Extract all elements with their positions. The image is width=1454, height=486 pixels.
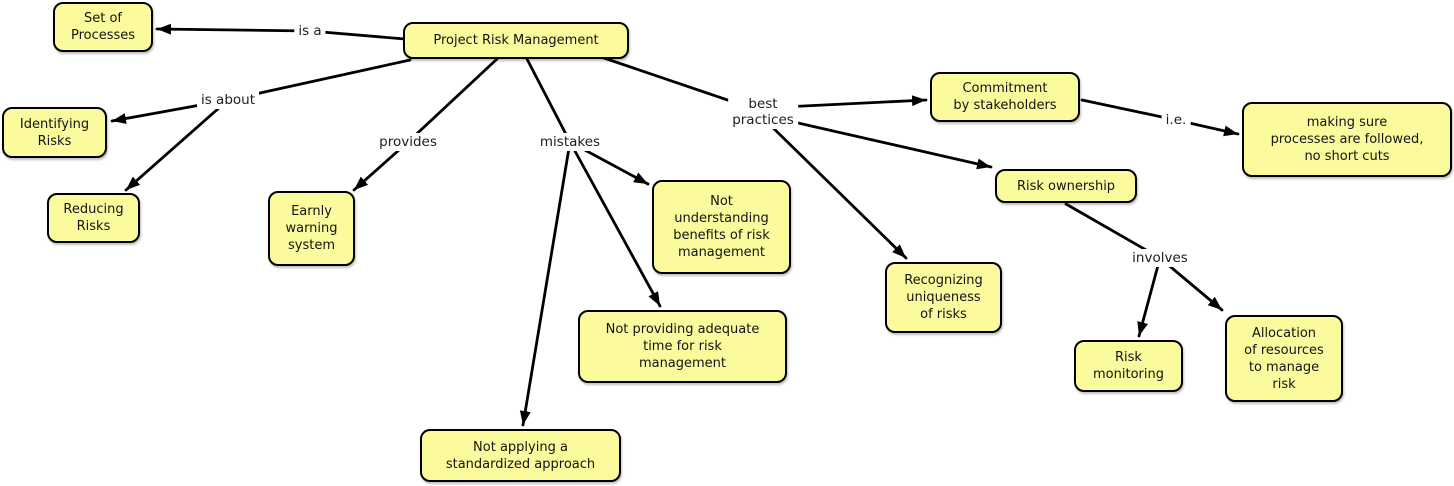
node-early-warning-system: Earnly warning system — [268, 191, 355, 266]
node-not-applying-standardized-approach: Not applying a standardized approach — [420, 429, 621, 482]
edge-prm-is-a-set-of-processes — [155, 23, 407, 41]
edge-commitment-to-ie — [1080, 98, 1178, 122]
node-making-sure-processes-followed: making sure processes are followed, no s… — [1242, 102, 1452, 177]
edge-mistakes-not-applying — [519, 140, 572, 427]
edge-mistakes-not-providing — [568, 140, 662, 308]
node-reducing-risks: Reducing Risks — [47, 193, 140, 243]
edge-prm-to-mistakes — [525, 57, 572, 144]
node-project-risk-management: Project Risk Management — [403, 22, 629, 59]
node-risk-monitoring: Risk monitoring — [1074, 340, 1183, 392]
node-allocation-of-resources: Allocation of resources to manage risk — [1225, 315, 1343, 402]
node-set-of-processes: Set of Processes — [53, 2, 153, 52]
edge-best-practices-risk-ownership — [761, 113, 993, 170]
node-risk-ownership: Risk ownership — [995, 169, 1137, 203]
edge-best-practices-recognizing — [761, 116, 908, 260]
node-identifying-risks: Identifying Risks — [2, 107, 107, 158]
link-label-ie: i.e. — [1161, 111, 1191, 129]
edge-prm-to-provides — [406, 57, 499, 144]
node-recognizing-uniqueness: Recognizing uniqueness of risks — [885, 262, 1002, 333]
link-label-provides: provides — [375, 133, 441, 151]
node-not-providing-adequate-time: Not providing adequate time for risk man… — [578, 310, 787, 383]
node-not-understanding-benefits: Not understanding benefits of risk manag… — [652, 180, 791, 274]
link-label-is-about: is about — [196, 91, 260, 109]
edge-is-about-reducing-risks — [124, 98, 230, 192]
link-label-is-a: is a — [294, 22, 326, 40]
link-label-mistakes: mistakes — [535, 133, 605, 151]
link-label-involves: involves — [1128, 249, 1192, 267]
node-commitment-by-stakeholders: Commitment by stakeholders — [930, 72, 1080, 122]
edge-involves-risk-monitoring — [1137, 256, 1162, 338]
link-label-best-practices: best practices — [728, 95, 798, 129]
